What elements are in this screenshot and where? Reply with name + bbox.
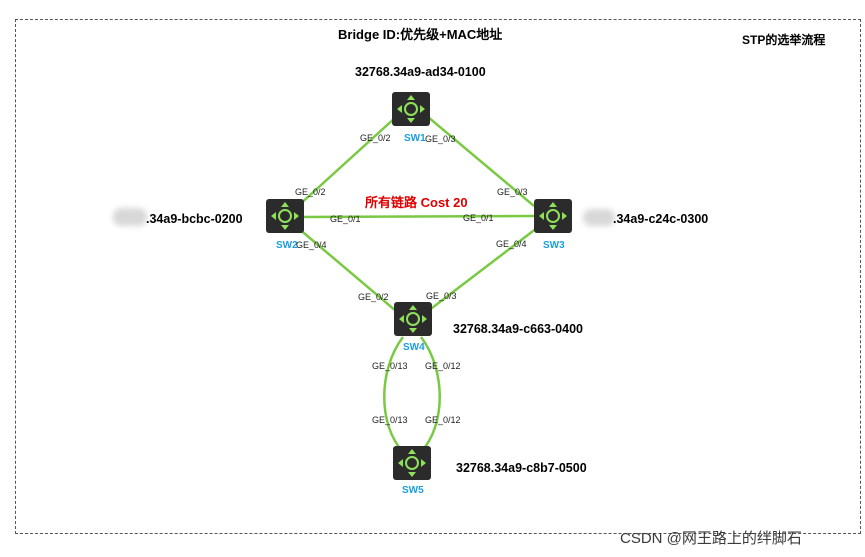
link-sw1-sw2 xyxy=(297,116,397,207)
sw4-label: SW4 xyxy=(403,342,425,353)
port-sw4-ge02: GE_0/2 xyxy=(358,292,389,302)
port-sw5-ge013: GE_0/13 xyxy=(372,415,408,425)
link-sw1-sw3 xyxy=(427,116,535,207)
link-sw2-sw4 xyxy=(297,227,397,312)
port-sw2-ge02: GE_0/2 xyxy=(295,187,326,197)
sw1-label: SW1 xyxy=(404,133,426,144)
diagram-frame xyxy=(15,19,861,534)
port-sw4-ge012: GE_0/12 xyxy=(425,361,461,371)
diagram-subtitle: STP的选举流程 xyxy=(742,33,826,47)
port-sw5-ge012: GE_0/12 xyxy=(425,415,461,425)
diagram-title: Bridge ID:优先级+MAC地址 xyxy=(338,27,503,42)
sw3-bridge-id: .34a9-c24c-0300 xyxy=(613,212,709,226)
sw2-label: SW2 xyxy=(276,240,298,251)
sw5-label: SW5 xyxy=(402,485,424,496)
port-sw3-ge03: GE_0/3 xyxy=(497,187,528,197)
sw3-label: SW3 xyxy=(543,240,565,251)
link-sw3-sw4 xyxy=(427,227,538,312)
switch-sw5-icon xyxy=(393,446,431,480)
port-sw2-ge04: GE_0/4 xyxy=(296,240,327,250)
link-cost-note: 所有链路 Cost 20 xyxy=(365,195,468,210)
switch-sw2-icon xyxy=(266,199,304,233)
port-sw3-ge04: GE_0/4 xyxy=(496,239,527,249)
port-sw2-ge01: GE_0/1 xyxy=(330,214,361,224)
port-sw1-ge03: GE_0/3 xyxy=(425,134,456,144)
sw4-bridge-id: 32768.34a9-c663-0400 xyxy=(453,322,583,336)
port-sw4-ge013: GE_0/13 xyxy=(372,361,408,371)
sw5-bridge-id: 32768.34a9-c8b7-0500 xyxy=(456,461,587,475)
redacted-priority-sw2 xyxy=(113,208,147,226)
switch-sw4-icon xyxy=(394,302,432,336)
link-sw4-sw5-b xyxy=(420,336,441,453)
switch-sw1-icon xyxy=(392,92,430,126)
sw1-bridge-id: 32768.34a9-ad34-0100 xyxy=(355,65,486,79)
port-sw4-ge03: GE_0/3 xyxy=(426,291,457,301)
watermark: CSDN @网王路上的绊脚石 xyxy=(620,530,802,547)
sw2-bridge-id: .34a9-bcbc-0200 xyxy=(146,212,243,226)
link-sw4-sw5-a xyxy=(383,336,404,453)
link-sw2-sw3 xyxy=(302,214,535,219)
redacted-priority-sw3 xyxy=(583,209,615,226)
port-sw3-ge01: GE_0/1 xyxy=(463,213,494,223)
switch-sw3-icon xyxy=(534,199,572,233)
port-sw1-ge02: GE_0/2 xyxy=(360,133,391,143)
